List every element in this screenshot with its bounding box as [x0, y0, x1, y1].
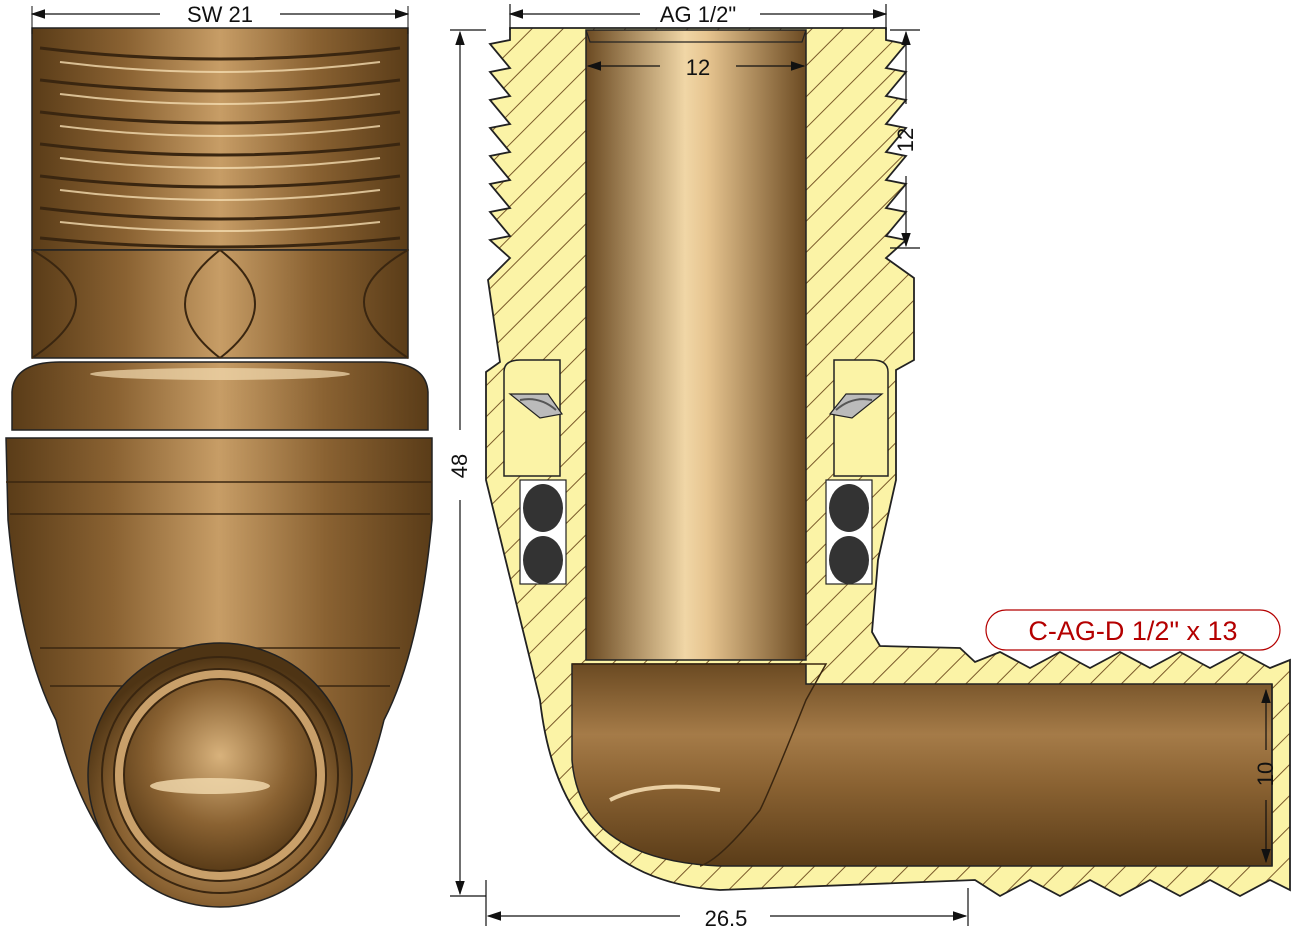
right-seal-assembly: [825, 359, 889, 585]
total-height-label: 48: [447, 454, 472, 478]
hex-nut: [31, 249, 409, 359]
inner-bore-label: 12: [686, 55, 710, 80]
left-exterior-view: [5, 27, 433, 908]
part-label: C-AG-D 1/2" x 13: [1028, 616, 1237, 646]
dim-hex-width: SW 21: [30, 2, 410, 34]
o-ring: [829, 484, 869, 532]
vertical-bore: [585, 29, 807, 661]
section-view: [485, 27, 1291, 898]
thread-body: [31, 27, 409, 251]
part-label-badge: C-AG-D 1/2" x 13: [985, 609, 1281, 651]
outlet-bore-label: 10: [1253, 762, 1278, 786]
total-width-label: 26.5: [705, 906, 748, 931]
collar: [11, 361, 429, 431]
dim-thread-length: [890, 29, 920, 249]
thread-label: AG 1/2": [660, 2, 736, 27]
dim-total-height: [450, 29, 486, 897]
horizontal-bore: [571, 663, 1273, 867]
thread-length-label: 12: [893, 128, 918, 152]
o-ring: [523, 536, 563, 584]
hex-width-label: SW 21: [187, 2, 253, 27]
o-ring: [829, 536, 869, 584]
o-ring: [523, 484, 563, 532]
dim-thread: [508, 4, 888, 30]
dim-total-width: [485, 880, 969, 926]
thread-grooves: [39, 46, 401, 249]
left-seal-assembly: [503, 359, 567, 585]
